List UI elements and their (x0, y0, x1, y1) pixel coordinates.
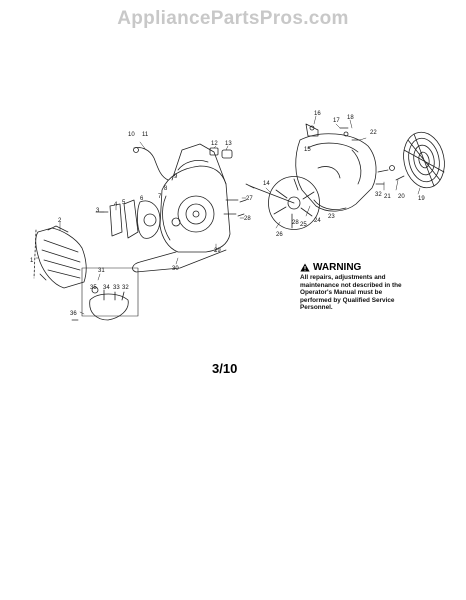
callout-30: 30 (172, 266, 179, 272)
callout-24: 24 (314, 218, 321, 224)
warning-triangle-icon (300, 263, 310, 272)
callout-32-a: 32 (122, 285, 129, 291)
callout-3: 3 (96, 208, 100, 214)
callout-29: 29 (214, 248, 221, 254)
callout-11: 11 (142, 132, 149, 138)
callout-1: 1 (30, 258, 34, 264)
air-filter-cover (33, 225, 87, 289)
warning-title: WARNING (313, 262, 362, 273)
callout-28-b: 28 (292, 220, 299, 226)
page-number: 3/10 (212, 361, 238, 376)
callout-23: 23 (328, 214, 335, 220)
throttle-assembly (71, 267, 139, 321)
intake-guard (403, 131, 445, 189)
callout-labels: 1 2 3 4 5 6 7 8 9 10 11 12 13 14 15 16 1… (30, 111, 425, 317)
callout-16: 16 (314, 111, 321, 117)
callout-36: 36 (70, 311, 77, 317)
callout-6: 6 (140, 196, 144, 202)
callout-14: 14 (263, 181, 270, 187)
callout-13: 13 (225, 141, 232, 147)
callout-4: 4 (114, 202, 118, 208)
callout-20: 20 (398, 194, 405, 200)
leader-lines (35, 115, 421, 315)
callout-2: 2 (58, 218, 62, 224)
warning-heading: WARNING (300, 262, 410, 273)
callout-5: 5 (122, 200, 126, 206)
callout-25: 25 (300, 222, 307, 228)
callout-7: 7 (158, 194, 162, 200)
callout-27: 27 (246, 196, 253, 202)
callout-35: 35 (90, 285, 97, 291)
warning-text: All repairs, adjustments and maintenance… (300, 274, 402, 312)
callout-34: 34 (103, 285, 110, 291)
fasteners (223, 199, 247, 217)
callout-10: 10 (128, 132, 135, 138)
callout-21: 21 (384, 194, 391, 200)
blower-housing (295, 123, 377, 212)
impeller (245, 176, 320, 230)
callout-32-b: 32 (375, 192, 382, 198)
watermark: AppliancePartsPros.com (117, 8, 349, 29)
callout-33: 33 (113, 285, 120, 291)
callout-22: 22 (370, 130, 377, 136)
callout-8: 8 (164, 186, 168, 192)
spark-wire-group (133, 147, 233, 181)
engine-body (132, 143, 231, 273)
callout-31: 31 (98, 268, 105, 274)
callout-17: 17 (333, 118, 340, 124)
callout-19: 19 (418, 196, 425, 202)
housing-hardware (339, 127, 405, 185)
callout-9: 9 (174, 174, 178, 180)
carburetor-group (95, 199, 161, 239)
callout-26: 26 (276, 232, 283, 238)
warning-notice: WARNING All repairs, adjustments and mai… (300, 262, 410, 312)
callout-15: 15 (304, 147, 311, 153)
callout-18: 18 (347, 115, 354, 121)
callout-28-a: 28 (244, 216, 251, 222)
callout-12: 12 (211, 141, 218, 147)
